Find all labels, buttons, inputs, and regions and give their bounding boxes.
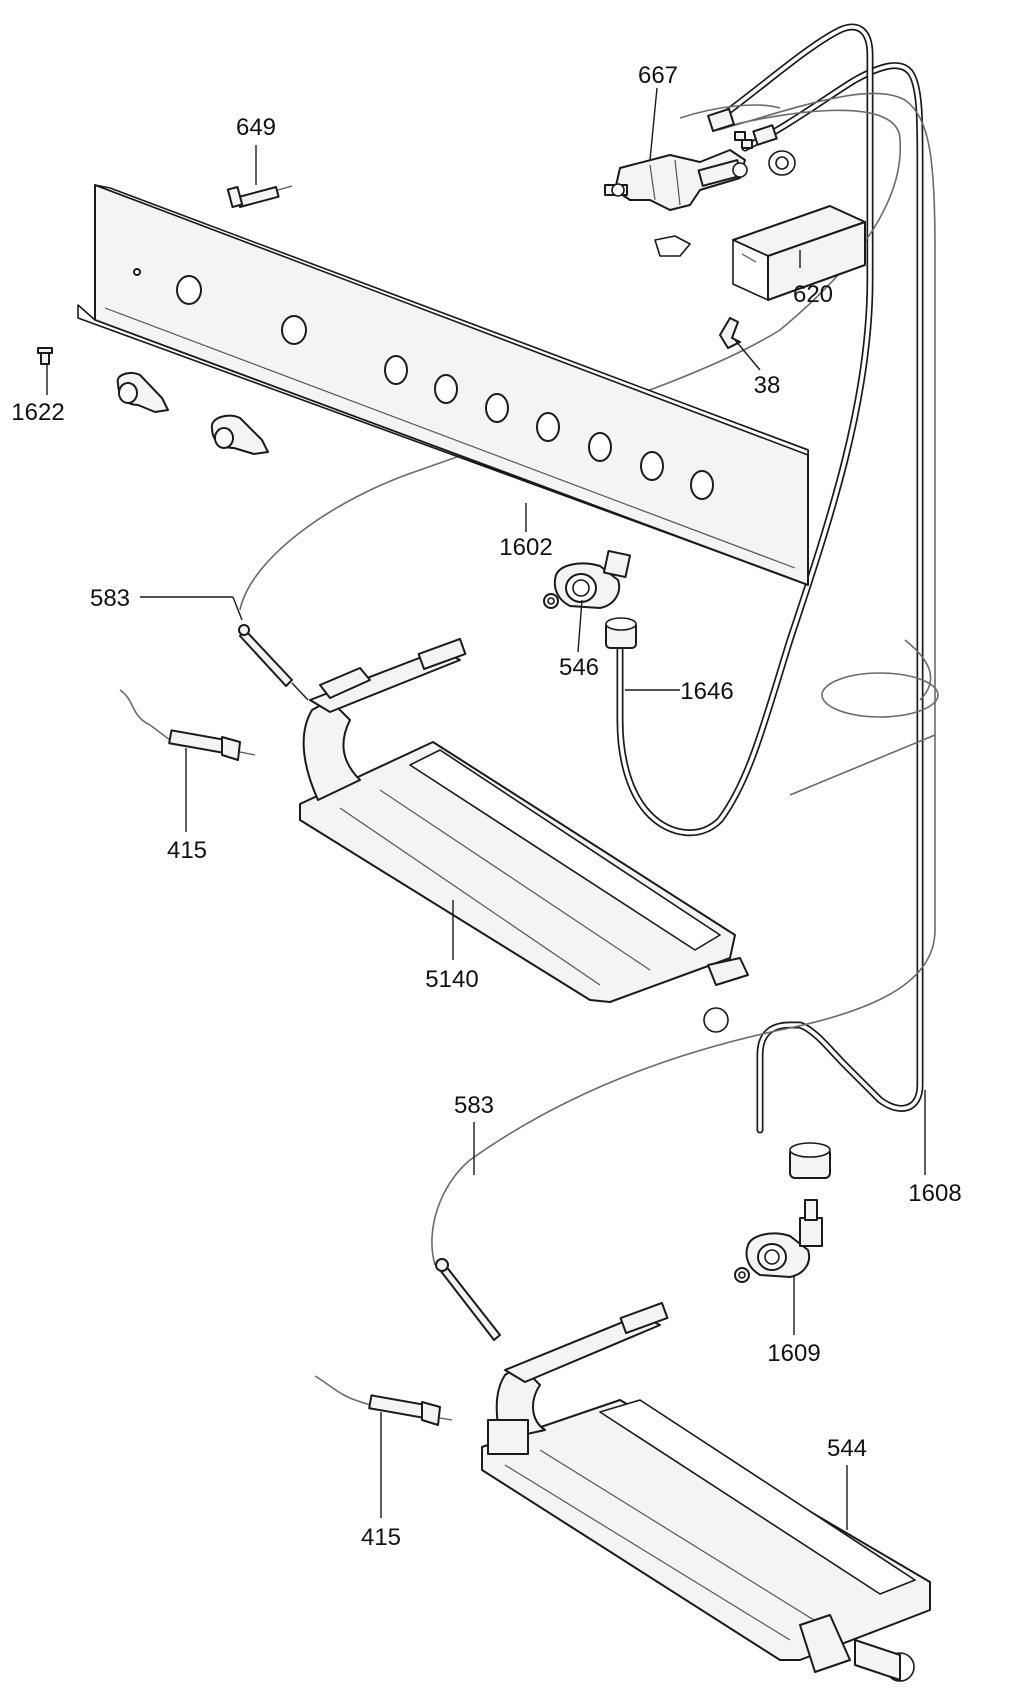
- burner-544: [481, 1301, 931, 1682]
- part-649-switch: [226, 185, 293, 209]
- part-38-clip: [719, 317, 741, 349]
- panel-knob-hole: [281, 315, 307, 345]
- valve-546: [543, 549, 632, 609]
- label-1608: 1608: [908, 1180, 961, 1207]
- label-546: 546: [559, 654, 599, 681]
- panel-knob-hole: [384, 355, 408, 385]
- panel-knob-hole: [176, 275, 202, 305]
- thermocouple-583-upper: [238, 624, 309, 701]
- label-38: 38: [754, 372, 781, 399]
- label-544: 544: [827, 1435, 867, 1462]
- valve-1609: [734, 1199, 823, 1283]
- control-panel-1602: [77, 184, 809, 586]
- gas-valve-667: [604, 149, 748, 257]
- thermocouple-wires: [239, 92, 936, 1266]
- label-415-top: 415: [167, 837, 207, 864]
- panel-knob-hole: [588, 432, 612, 462]
- panel-knob-hole: [434, 374, 458, 404]
- panel-knob-hole: [485, 393, 509, 423]
- pipe-nut-1608: [789, 1142, 831, 1179]
- pipe-fittings-top: [707, 107, 796, 176]
- ignitor-415-upper: [119, 689, 256, 761]
- label-5140: 5140: [425, 966, 478, 993]
- burner-5140: [299, 637, 749, 1033]
- pipe-nut-1646: [605, 617, 637, 649]
- label-583-bottom: 583: [454, 1092, 494, 1119]
- coiled-wire: [789, 639, 939, 796]
- ignitor-415-lower: [314, 1375, 453, 1426]
- leader-lines: [46, 87, 926, 1530]
- part-620-box: [732, 205, 866, 301]
- label-1622: 1622: [11, 399, 64, 426]
- thermocouple-583-lower: [435, 1258, 501, 1341]
- panel-knob-hole: [640, 451, 664, 481]
- panel-pilot-hole: [133, 268, 141, 276]
- panel-knob-hole: [536, 412, 560, 442]
- label-1602: 1602: [499, 534, 552, 561]
- panel-knob-hole: [690, 470, 714, 500]
- label-667: 667: [638, 62, 678, 89]
- knob-bushing-2: [210, 414, 269, 455]
- knob-bushing-1: [116, 372, 169, 413]
- label-1646: 1646: [680, 678, 733, 705]
- gas-pipe-1646: [616, 23, 874, 837]
- label-415-bottom: 415: [361, 1524, 401, 1551]
- part-1622-screw: [37, 347, 53, 365]
- label-620: 620: [793, 281, 833, 308]
- label-649: 649: [236, 114, 276, 141]
- label-583-top: 583: [90, 585, 130, 612]
- part-labels: 667 649 620 38 1622 1602 583 546 1646 41…: [11, 62, 961, 1551]
- label-1609: 1609: [767, 1340, 820, 1367]
